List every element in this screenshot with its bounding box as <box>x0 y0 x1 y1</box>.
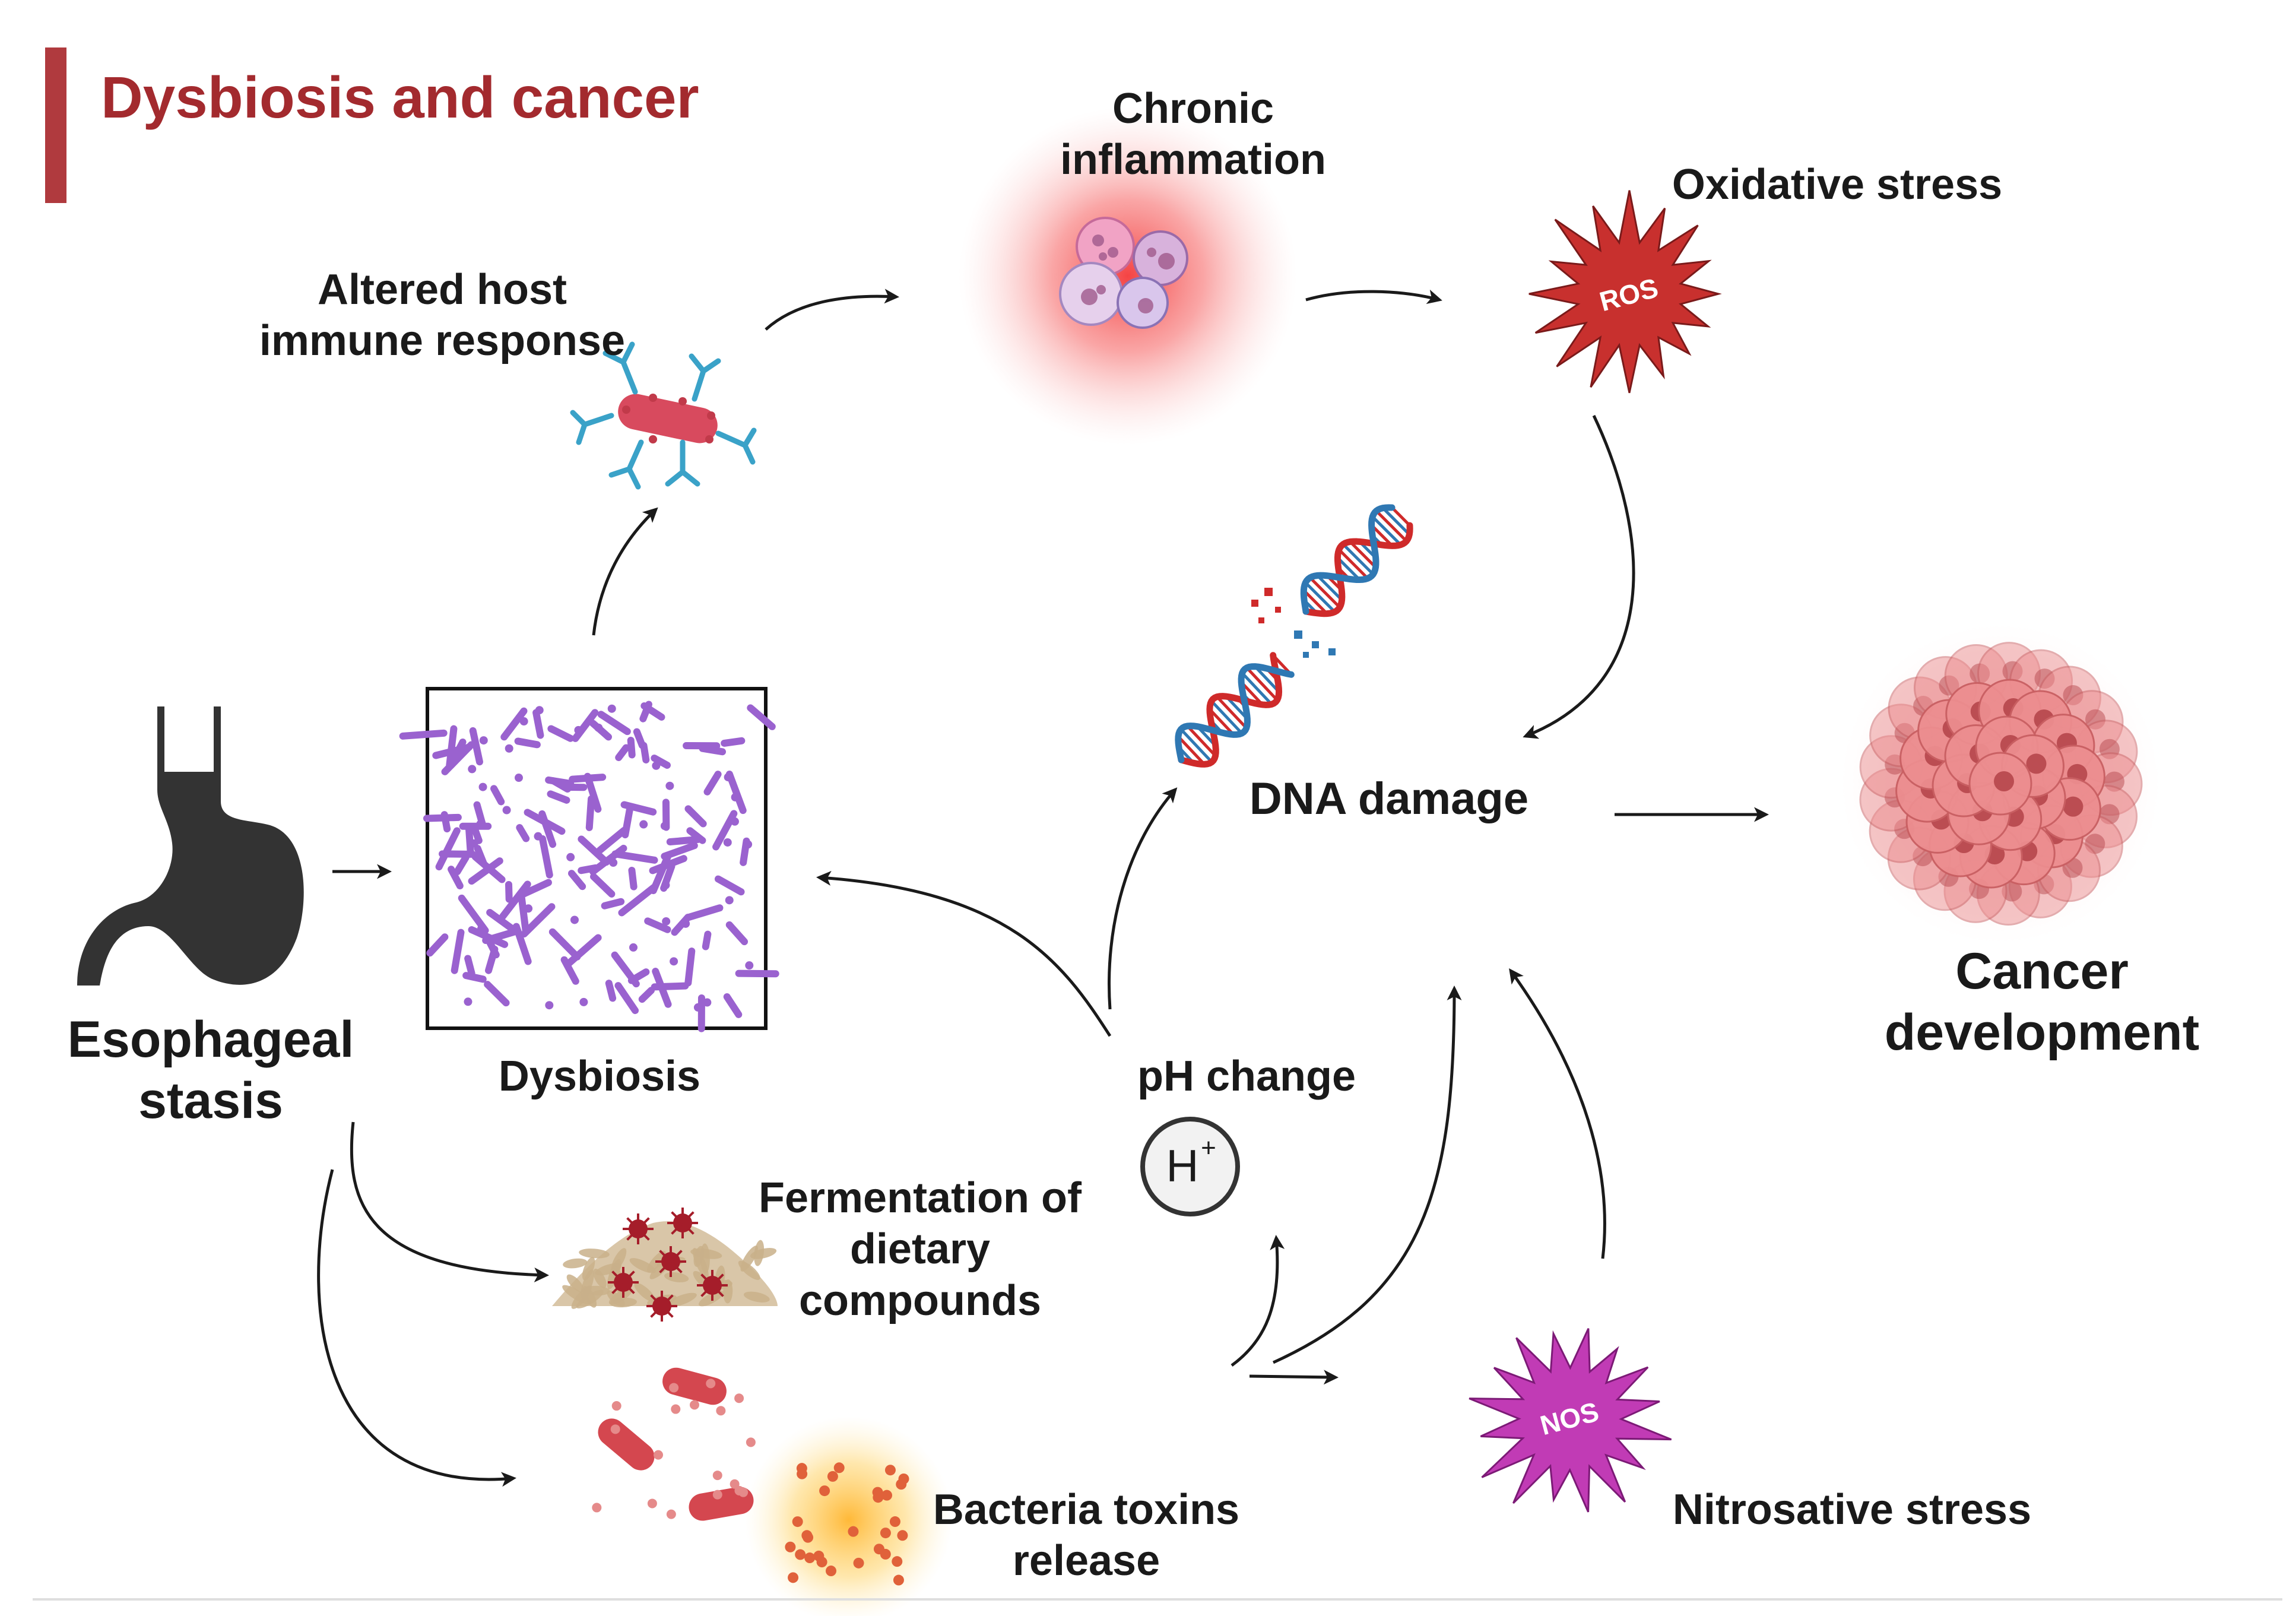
label-toxins-line1: Bacteria toxins <box>933 1486 1240 1533</box>
label-nitrosative-stress: Nitrosative stress <box>1672 1486 2032 1533</box>
arrow-to-nitrosative <box>1249 1370 1339 1385</box>
label-fermentation-line3: compounds <box>799 1276 1041 1325</box>
label-altered-line1: Altered host <box>317 266 567 313</box>
h-plus-label: H <box>1166 1141 1199 1192</box>
arrow-stasis-to-fermentation <box>350 1121 549 1282</box>
arrow-to-dna-middle <box>1272 986 1462 1364</box>
arrow-immune-to-inflammation <box>765 289 899 331</box>
label-bacteria-toxins: Bacteria toxins release <box>879 1484 1294 1587</box>
dna-helix-icon <box>1175 504 1413 768</box>
arrow-inflammation-to-ros <box>1305 289 1442 305</box>
diagram-title: Dysbiosis and cancer <box>101 65 699 130</box>
label-dysbiosis: Dysbiosis <box>498 1053 701 1100</box>
label-toxins-line2: release <box>1012 1537 1160 1585</box>
label-chronic-inflammation: Chronic inflammation <box>985 83 1401 186</box>
label-dna-damage: DNA damage <box>1249 774 1529 824</box>
stomach-icon <box>77 706 304 986</box>
bacteria-field-icon <box>399 687 779 1032</box>
immune-cells-icon <box>959 107 1297 445</box>
label-ph-change: pH change <box>1137 1053 1356 1100</box>
label-esophageal-line1: Esophageal <box>67 1011 354 1068</box>
label-cancer-line1: Cancer <box>1955 943 2129 1000</box>
footer-divider <box>33 1598 2282 1601</box>
arrow-ph-to-dysbiosis <box>816 870 1112 1037</box>
label-cancer-development: Cancer development <box>1822 941 2262 1063</box>
tumor-icon <box>1840 623 2161 944</box>
nos-burst-icon: NOS <box>1469 1328 1672 1513</box>
label-oxidative-stress: Oxidative stress <box>1672 161 2003 208</box>
arrow-nos-to-dna <box>1509 968 1606 1259</box>
label-fermentation: Fermentation of dietary compounds <box>712 1173 1128 1326</box>
bacteria-toxin-icon <box>592 1367 953 1616</box>
hydrogen-ion-icon: H + <box>1140 1117 1240 1216</box>
label-esophageal-stasis: Esophageal stasis <box>56 1009 365 1132</box>
title-accent-bar <box>45 47 66 203</box>
arrow-dysbiosis-to-immune <box>592 507 658 636</box>
arrow-ph-to-dna <box>1107 787 1178 1010</box>
label-esophageal-line2: stasis <box>138 1072 283 1130</box>
label-altered-line2: immune response <box>259 317 626 365</box>
fermentation-pile-icon <box>552 1208 778 1322</box>
antibody-bacterium-icon <box>570 341 757 490</box>
label-fermentation-line2: dietary <box>849 1225 991 1273</box>
ros-burst-icon: ROS <box>1528 190 1722 394</box>
arrow-ros-to-dna <box>1523 414 1635 739</box>
label-chronic-line1: Chronic <box>1112 85 1274 132</box>
h-plus-superscript: + <box>1201 1133 1216 1162</box>
arrow-stasis-to-toxins <box>317 1169 516 1487</box>
label-chronic-line2: inflammation <box>1060 136 1327 184</box>
label-altered-host: Altered host immune response <box>234 264 650 367</box>
label-cancer-line2: development <box>1884 1004 2200 1062</box>
arrow-to-ph-change <box>1231 1235 1285 1367</box>
label-fermentation-line1: Fermentation of <box>758 1174 1082 1222</box>
